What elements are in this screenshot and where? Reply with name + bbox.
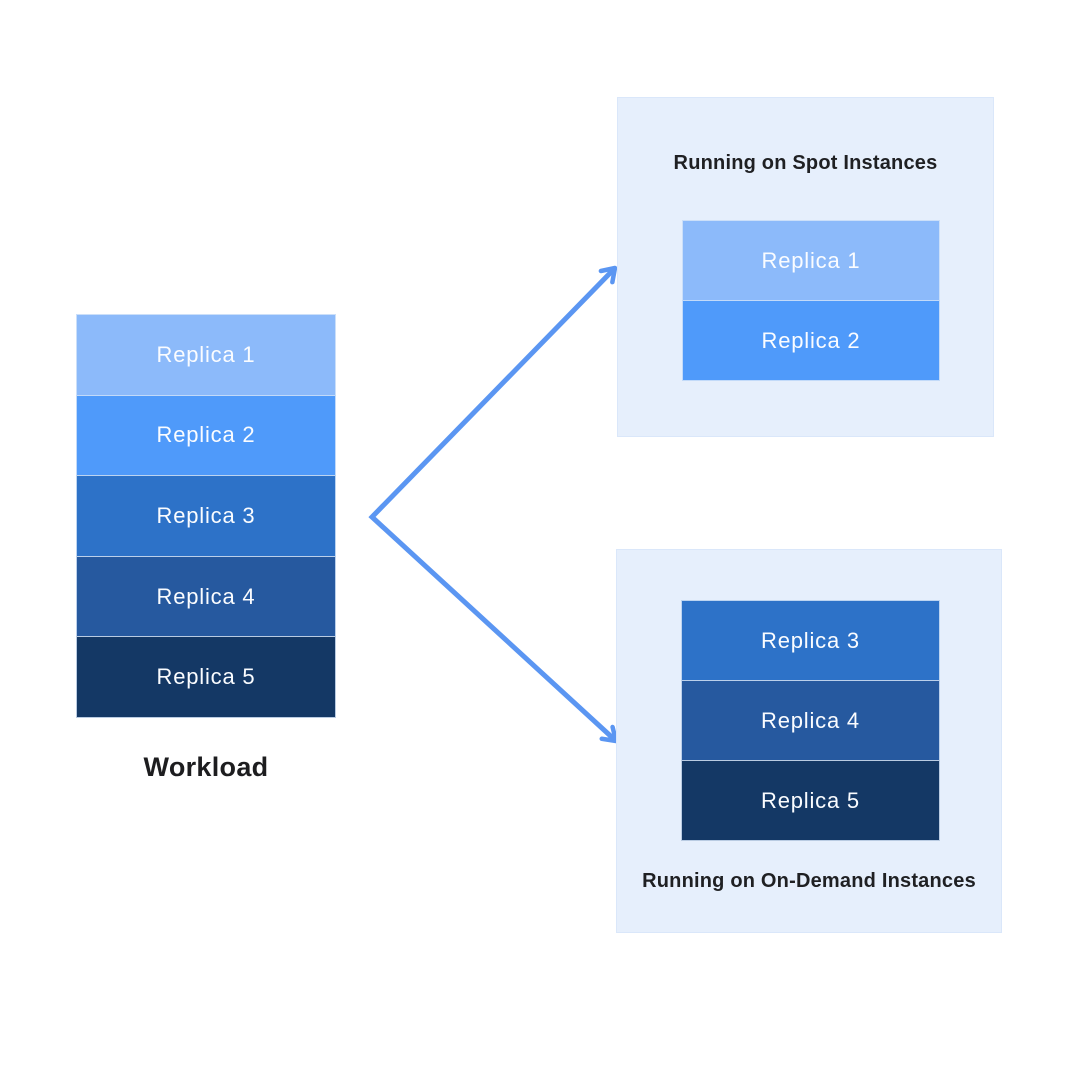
spot-instances-panel: Running on Spot Instances Replica 1 Repl… (617, 97, 994, 437)
spot-replica-stack: Replica 1 Replica 2 (682, 220, 940, 381)
workload-caption: Workload (143, 752, 269, 782)
workload-replica-2-box: Replica 2 (76, 394, 336, 477)
workload-replica-2-label: Replica 2 (156, 422, 256, 448)
workload-replica-3-box: Replica 3 (76, 475, 336, 557)
ondemand-replica-5-box: Replica 5 (681, 760, 940, 841)
spot-replica-2-label: Replica 2 (761, 327, 861, 353)
workload-replica-3-label: Replica 3 (156, 502, 256, 528)
workload-stack: Replica 1 Replica 2 Replica 3 Replica 4 … (76, 314, 336, 718)
ondemand-replica-4-label: Replica 4 (761, 707, 860, 733)
spot-replica-1-box: Replica 1 (682, 220, 940, 301)
ondemand-instances-panel: Replica 3 Replica 4 Replica 5 Running on… (616, 549, 1002, 933)
spot-replica-2-box: Replica 2 (682, 300, 940, 381)
workload-replica-4-box: Replica 4 (76, 555, 336, 638)
workload-replica-5-box: Replica 5 (76, 636, 336, 718)
spot-replica-1-label: Replica 1 (761, 247, 861, 273)
ondemand-replica-5-label: Replica 5 (761, 787, 860, 813)
ondemand-panel-title: Running on On-Demand Instances (642, 870, 976, 892)
ondemand-replica-3-box: Replica 3 (681, 600, 940, 681)
workload-replica-4-label: Replica 4 (156, 583, 256, 609)
workload-replica-1-box: Replica 1 (76, 314, 336, 396)
ondemand-replica-4-box: Replica 4 (681, 680, 940, 761)
workload-replica-1-label: Replica 1 (156, 341, 256, 367)
workload-replica-5-label: Replica 5 (156, 664, 256, 690)
spot-panel-title: Running on Spot Instances (673, 152, 938, 174)
ondemand-replica-stack: Replica 3 Replica 4 Replica 5 (681, 600, 940, 841)
split-arrow-path (368, 265, 619, 744)
ondemand-replica-3-label: Replica 3 (761, 627, 860, 653)
